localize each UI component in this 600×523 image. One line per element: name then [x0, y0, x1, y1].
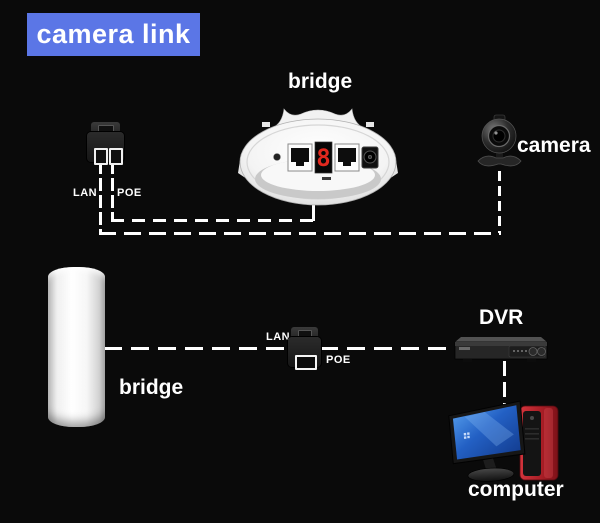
- cable-bridge-stub: [312, 204, 315, 221]
- cable-lan-to-camera: [99, 232, 501, 235]
- cpe-bridge-icon: [48, 267, 105, 427]
- poe-adapter-bottom-icon: [288, 327, 321, 370]
- camera-icon: [470, 112, 528, 174]
- poe-label-top: POE: [117, 187, 142, 199]
- bridge-dome-icon: 8: [238, 100, 398, 210]
- cable-lan-vertical: [99, 161, 102, 234]
- cable-camera-vertical: [498, 171, 501, 233]
- bridge-display-digit: 8: [316, 144, 330, 172]
- poe-label-bottom: POE: [326, 354, 351, 366]
- dvr-label: DVR: [479, 306, 524, 329]
- cable-poe-vertical: [111, 161, 114, 221]
- camera-link-badge: camera link: [27, 13, 200, 56]
- computer-label: computer: [468, 478, 564, 501]
- computer-icon: [444, 398, 569, 484]
- top-bridge-label: bridge: [288, 70, 353, 93]
- camera-label: camera: [517, 134, 591, 157]
- bottom-bridge-label: bridge: [119, 376, 184, 399]
- lan-label-bottom: LAN: [266, 331, 291, 343]
- cable-dvr-to-computer: [503, 361, 506, 408]
- cable-poe-to-bridge: [111, 219, 315, 222]
- dvr-icon: [451, 334, 551, 364]
- cable-bridge-to-dvr: [104, 347, 456, 350]
- poe-adapter-top-icon: [87, 122, 124, 165]
- lan-label-top: LAN: [73, 187, 98, 199]
